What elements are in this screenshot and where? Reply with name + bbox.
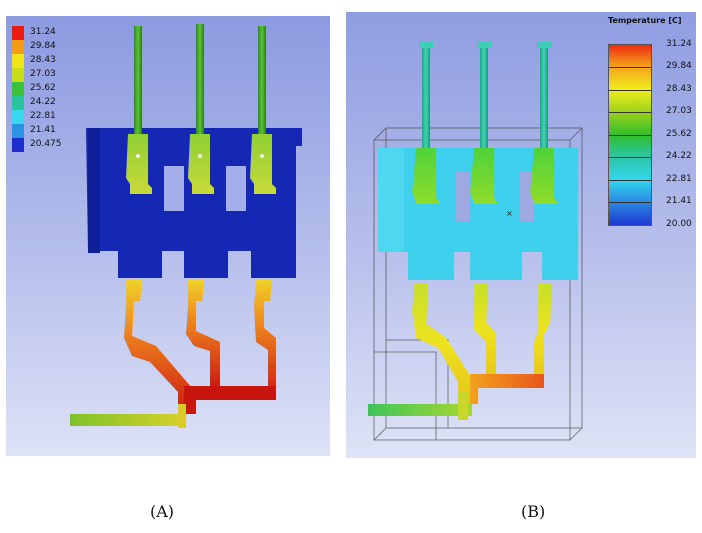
legend-value-b-5: 24.22 — [666, 151, 692, 161]
legend-value-b-8: 20.00 — [666, 219, 692, 229]
legend-value-b-0: 31.24 — [666, 39, 692, 49]
legend-swatch-a-0 — [12, 26, 24, 40]
legend-value-b-7: 21.41 — [666, 196, 692, 206]
legend-value-b-2: 28.43 — [666, 84, 692, 94]
legend-value-b-6: 22.81 — [666, 174, 692, 184]
legend-swatch-a-5 — [12, 96, 24, 110]
svg-text:×: × — [506, 209, 513, 218]
legend-value-a-3: 27.03 — [30, 69, 56, 79]
caption-b: (B) — [521, 502, 546, 521]
legend-value-a-0: 31.24 — [30, 27, 56, 37]
legend-swatch-a-4 — [12, 82, 24, 96]
legend-value-a-8: 20.475 — [30, 139, 62, 149]
temperature-plot-b: × Temperature [C] 31.24 29.84 28.43 27.0… — [346, 12, 696, 458]
legend-swatch-a-7 — [12, 124, 24, 138]
legend-value-b-3: 27.03 — [666, 106, 692, 116]
legend-value-a-6: 22.81 — [30, 111, 56, 121]
temperature-colorbar-b — [608, 44, 652, 226]
model-b-render: × — [368, 42, 583, 441]
legend-b-title: Temperature [C] — [608, 16, 682, 25]
caption-a: (A) — [150, 502, 175, 521]
legend-value-a-2: 28.43 — [30, 55, 56, 65]
legend-swatch-a-8 — [12, 138, 24, 152]
legend-swatch-a-6 — [12, 110, 24, 124]
temperature-plot-a: 31.24 29.84 28.43 27.03 25.62 24.22 22.8… — [6, 16, 330, 456]
legend-swatch-a-2 — [12, 54, 24, 68]
legend-value-a-5: 24.22 — [30, 97, 56, 107]
legend-swatch-a-1 — [12, 40, 24, 54]
legend-swatch-a-3 — [12, 68, 24, 82]
legend-value-a-4: 25.62 — [30, 83, 56, 93]
legend-value-a-7: 21.41 — [30, 125, 56, 135]
model-a-render — [70, 24, 302, 428]
legend-value-a-1: 29.84 — [30, 41, 56, 51]
legend-value-b-1: 29.84 — [666, 61, 692, 71]
legend-value-b-4: 25.62 — [666, 129, 692, 139]
